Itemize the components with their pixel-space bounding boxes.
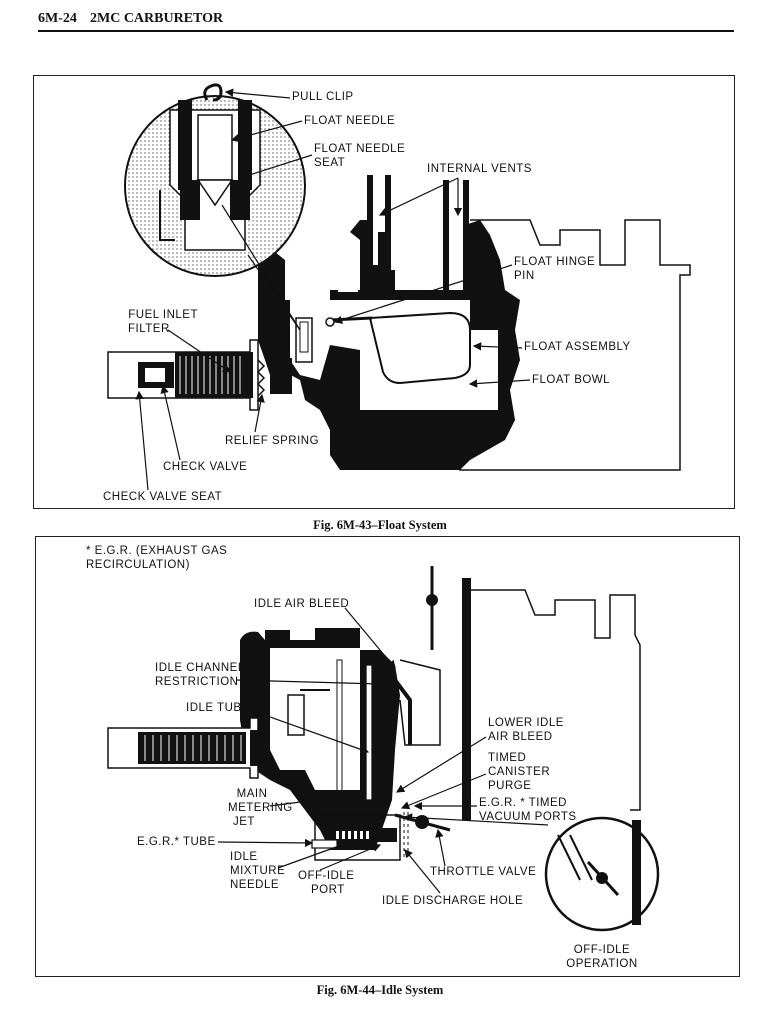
label-egr-note-line2: RECIRCULATION): [86, 559, 190, 571]
label-float-hinge-pin-line2: PIN: [514, 270, 535, 282]
label-egr-note-line1: * E.G.R. (EXHAUST GAS: [86, 545, 228, 557]
label-off-idle-port-line1: OFF-IDLE: [298, 870, 355, 882]
label-fuel-inlet-filter-line2: FILTER: [128, 323, 170, 335]
label-idle-mixture-needle-line2: MIXTURE: [230, 865, 286, 877]
figure-caption-idle-system: Fig. 6M-44–Idle System: [316, 983, 444, 997]
idle-system-drawing: [107, 566, 660, 932]
label-timed-canister-purge-line1: TIMED: [488, 752, 527, 764]
label-timed-canister-purge-line2: CANISTER: [488, 766, 551, 778]
label-fuel-inlet-filter-line1: FUEL INLET: [128, 309, 198, 321]
label-lower-idle-air-bleed-line2: AIR BLEED: [488, 731, 553, 743]
label-main-metering-jet-line2: METERING: [228, 802, 293, 814]
label-main-metering-jet-line3: JET: [233, 816, 255, 828]
label-off-idle-operation-line1: OFF-IDLE: [573, 944, 631, 956]
label-egr-timed-vacuum-ports-line1: E.G.R. * TIMED: [479, 797, 567, 809]
label-egr-tube: E.G.R.* TUBE: [137, 836, 216, 848]
label-idle-tube: IDLE TUBE: [186, 702, 250, 714]
label-idle-mixture-needle-line3: NEEDLE: [230, 879, 280, 891]
label-idle-channel-restriction-line2: RESTRICTION: [155, 676, 239, 688]
label-internal-vents: INTERNAL VENTS: [427, 163, 532, 175]
section-title: 2MC CARBURETOR: [90, 11, 224, 26]
label-main-metering-jet-line1: MAIN: [236, 788, 268, 800]
label-idle-mixture-needle-line1: IDLE: [230, 851, 258, 863]
label-relief-spring: RELIEF SPRING: [225, 435, 320, 447]
float-system-drawing: [107, 83, 691, 471]
label-pull-clip: PULL CLIP: [292, 91, 354, 103]
float-system-leaders: [135, 88, 531, 491]
figure-caption-float-system: Fig. 6M-43–Float System: [313, 518, 447, 532]
label-timed-canister-purge-line3: PURGE: [488, 780, 532, 792]
label-float-assembly: FLOAT ASSEMBLY: [524, 341, 631, 353]
label-float-bowl: FLOAT BOWL: [532, 374, 611, 386]
label-check-valve: CHECK VALVE: [163, 461, 248, 473]
page-header: 6M-24 2MC CARBURETOR: [38, 8, 734, 32]
label-float-hinge-pin-line1: FLOAT HINGE: [514, 256, 596, 268]
label-idle-discharge-hole: IDLE DISCHARGE HOLE: [382, 895, 524, 907]
label-float-needle-seat-line2: SEAT: [314, 157, 346, 169]
idle-system-leaders: [217, 607, 549, 894]
label-check-valve-seat: CHECK VALVE SEAT: [103, 491, 223, 503]
label-off-idle-operation-line2: OPERATION: [566, 958, 638, 970]
label-off-idle-port-line2: PORT: [311, 884, 345, 896]
label-float-needle: FLOAT NEEDLE: [304, 115, 396, 127]
label-lower-idle-air-bleed-line1: LOWER IDLE: [488, 717, 564, 729]
label-idle-air-bleed: IDLE AIR BLEED: [254, 598, 350, 610]
label-egr-timed-vacuum-ports-line2: VACUUM PORTS: [479, 811, 577, 823]
page-number: 6M-24: [38, 11, 77, 26]
label-idle-channel-restriction-line1: IDLE CHANNEL: [155, 662, 245, 674]
label-float-needle-seat-line1: FLOAT NEEDLE: [314, 143, 406, 155]
label-throttle-valve: THROTTLE VALVE: [430, 866, 537, 878]
